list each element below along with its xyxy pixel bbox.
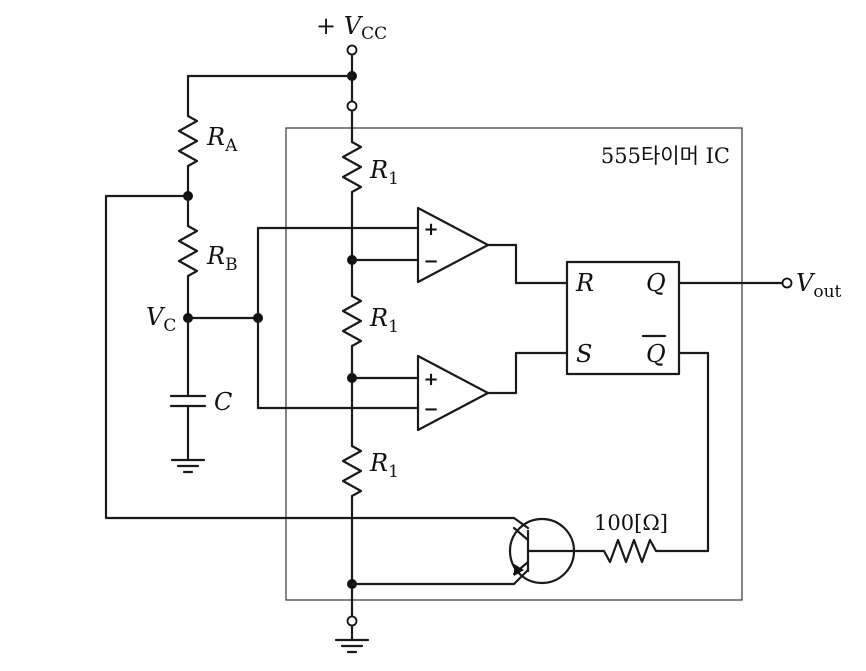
flipflop-q-label: Q <box>646 269 666 297</box>
resistor-ra <box>177 108 199 198</box>
ic-boundary-box <box>285 127 743 601</box>
lower-comparator-output-wire <box>486 351 569 395</box>
ra-supply-wire <box>186 74 354 112</box>
ic-ground-pin <box>346 615 358 627</box>
resistor-rb <box>177 194 199 320</box>
divider-resistor-1-bottom <box>341 438 363 618</box>
trigger-wire <box>256 316 420 410</box>
output-terminal <box>781 277 793 289</box>
vc-label: VC <box>146 303 176 336</box>
resistor-rb-label: RB <box>206 242 238 275</box>
capacitor-label: C <box>214 388 232 416</box>
base-resistor <box>574 538 666 564</box>
vcc-label: + VCC <box>316 12 387 44</box>
flipflop-r-label: R <box>575 269 594 297</box>
upper-comparator-minus: − <box>423 251 438 272</box>
sr-flipflop <box>565 260 681 376</box>
divider-resistor-1-top <box>341 109 363 292</box>
base-resistor-label: 100[Ω] <box>594 511 668 535</box>
emitter-wire <box>350 568 530 586</box>
vout-label: Vout <box>796 269 842 302</box>
lower-comparator <box>416 354 490 432</box>
qbar-wire <box>662 351 710 553</box>
lower-comparator-plus: + <box>423 369 438 390</box>
transistor-emitter-arrow <box>514 564 524 576</box>
threshold-wire <box>256 226 420 320</box>
ic-label: 555타이머 IC <box>601 144 730 168</box>
divider-resistor-1-middle <box>341 288 363 442</box>
discharge-wire <box>104 194 530 530</box>
upper-comparator <box>416 206 490 284</box>
flipflop-s-label: S <box>576 340 592 368</box>
transistor-collector-lead <box>512 526 530 542</box>
vcc-terminal <box>346 44 358 56</box>
upper-comparator-plus: + <box>423 219 438 240</box>
resistor-r1-middle-label: R1 <box>369 304 399 337</box>
upper-comparator-output-wire <box>486 243 569 285</box>
flipflop-qbar-label: Q <box>646 340 666 368</box>
resistor-r1-bottom-label: R1 <box>369 449 399 482</box>
ic-vcc-pin <box>346 100 358 112</box>
resistor-ra-label: RA <box>206 123 238 156</box>
resistor-r1-top-label: R1 <box>369 156 399 189</box>
lower-comparator-minus: − <box>423 399 438 420</box>
